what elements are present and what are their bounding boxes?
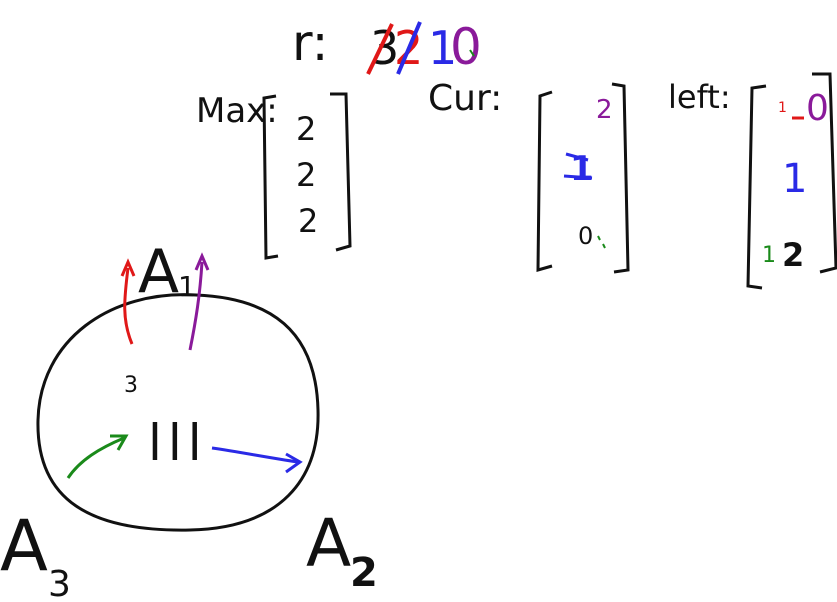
- cur-green-dots: [597, 235, 606, 249]
- max-right-bracket: [330, 92, 352, 252]
- strike-mark-3: [366, 23, 394, 75]
- left-label: left:: [668, 78, 731, 116]
- cur-left-bracket: [536, 90, 553, 272]
- max-left-bracket: [262, 94, 279, 260]
- resource-digit-0: 0: [450, 18, 482, 76]
- left-vector: left: 1 0 1 1 2: [668, 72, 837, 290]
- cur-value-1: 2: [596, 95, 613, 125]
- max-value-1: 2: [296, 110, 316, 148]
- allocation-graph: 3 lll A 1 A 2 A 3: [0, 237, 378, 602]
- zero-tick: [469, 49, 475, 57]
- resource-digit-1: 1: [428, 21, 457, 75]
- blue-arrow: [211, 446, 299, 464]
- node-a1: A 1: [138, 237, 196, 307]
- green-arrow: [66, 436, 125, 479]
- max-vector: Max: 2 2 2: [196, 91, 352, 260]
- cur-label: Cur:: [428, 78, 502, 119]
- left-value-1: 0: [806, 88, 829, 129]
- cur-right-bracket: [611, 82, 630, 274]
- red-arrowhead: [120, 258, 136, 277]
- red-arrow: [123, 267, 134, 345]
- resource-digit-3: 3: [370, 21, 399, 75]
- node-a2-letter: A: [306, 505, 351, 582]
- cur-vector: Cur: 2 1 0: [428, 78, 630, 274]
- node-a2-subscript: 2: [350, 550, 378, 596]
- purple-arrow: [188, 261, 204, 351]
- node-a3-subscript: 3: [48, 564, 71, 602]
- resource-pool-circle: [36, 293, 320, 532]
- max-value-2: 2: [296, 156, 316, 194]
- left-left-bracket: [746, 84, 767, 290]
- left-value-3: 2: [782, 236, 804, 274]
- pool-tokens: lll: [148, 414, 208, 472]
- resource-counter: r: 3 2 1 0: [292, 14, 482, 76]
- purple-arrowhead: [194, 252, 210, 271]
- node-a3-letter: A: [0, 505, 48, 587]
- node-a1-subscript: 1: [178, 270, 196, 303]
- resource-label: r:: [292, 14, 329, 72]
- left-value-2: 1: [782, 156, 807, 202]
- cur-overwrite-mark: [563, 152, 593, 180]
- left-prior-value-1: 1: [778, 100, 787, 116]
- blue-arrowhead: [285, 452, 303, 474]
- node-a3: A 3: [0, 505, 71, 602]
- green-arrowhead: [110, 434, 129, 451]
- left-prior-value-3: 1: [762, 243, 776, 268]
- max-value-3: 2: [298, 202, 318, 240]
- pool-count-label: 3: [124, 373, 138, 398]
- cur-value-3: 0: [578, 222, 593, 250]
- strike-mark-2: [396, 21, 422, 75]
- left-right-bracket: [812, 72, 837, 274]
- node-a2: A 2: [306, 505, 378, 596]
- node-a1-letter: A: [138, 237, 179, 307]
